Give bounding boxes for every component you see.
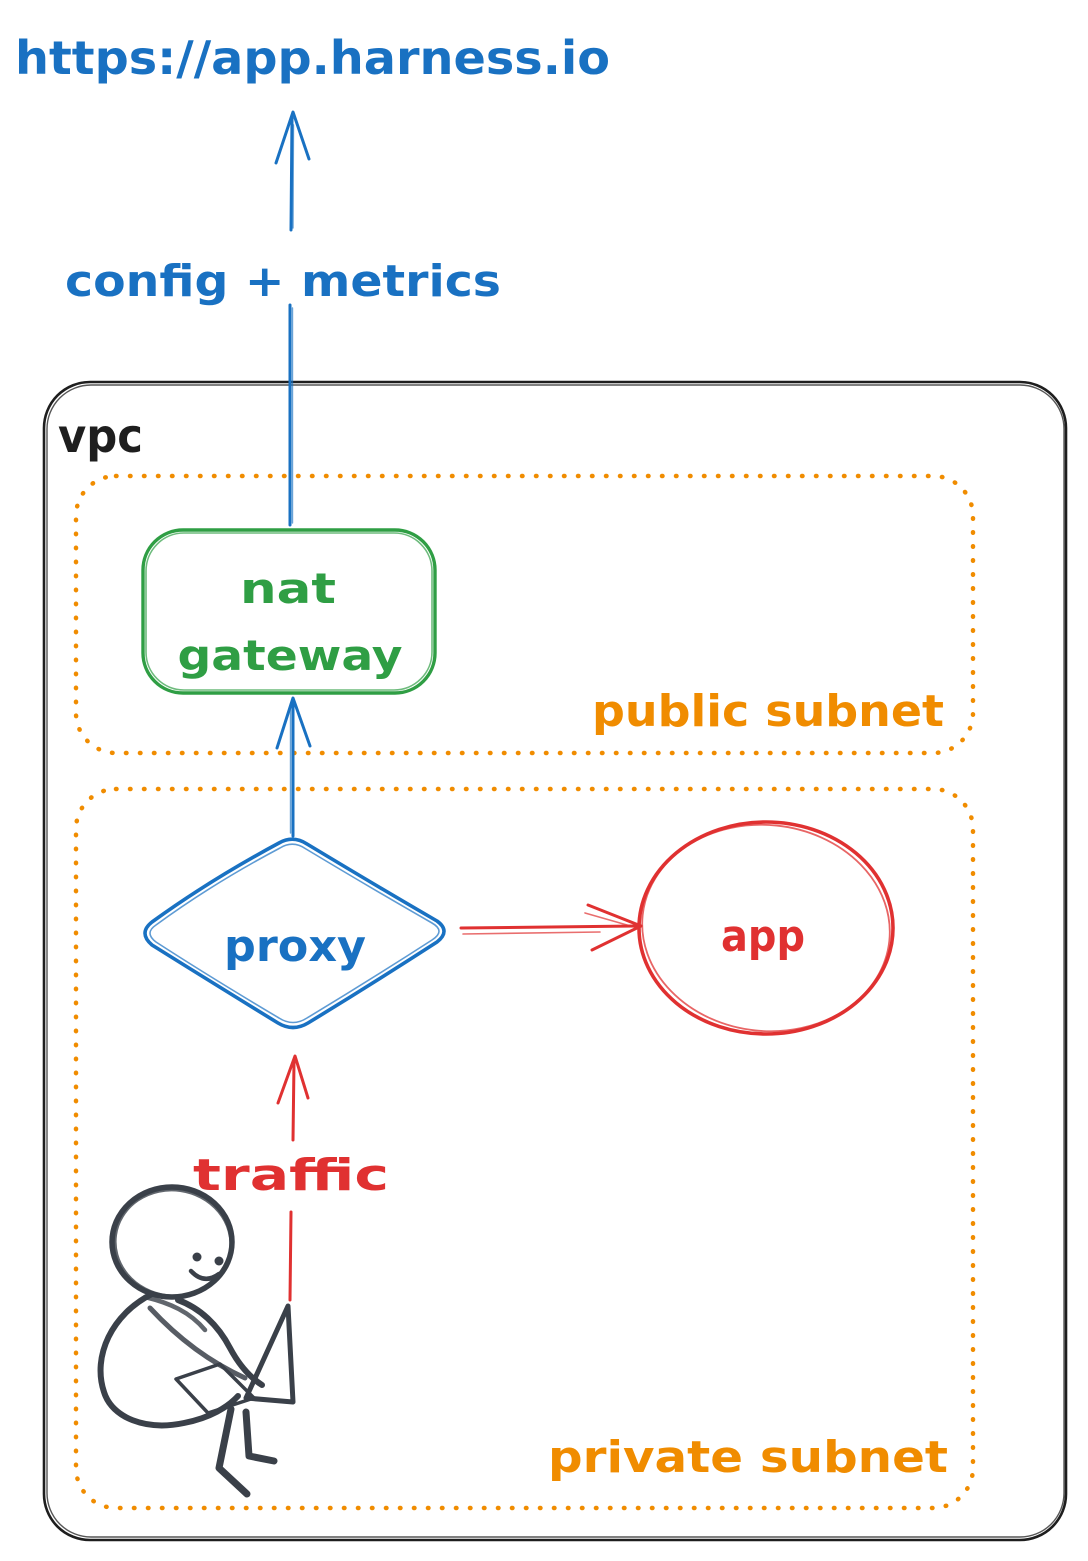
nat-gateway-label-line2: gateway	[178, 631, 403, 680]
user-to-proxy-arrow	[276, 1054, 310, 1302]
app-label: app	[721, 911, 805, 962]
nat-to-url-arrow	[274, 110, 311, 527]
person-legs	[215, 1405, 278, 1498]
user-figure	[97, 1184, 296, 1498]
proxy-to-nat-arrow	[275, 696, 312, 838]
private-subnet-label: private subnet	[548, 1432, 948, 1483]
laptop-icon	[174, 1303, 296, 1415]
vpc-container	[42, 380, 1068, 1542]
proxy-to-app-arrow	[459, 903, 643, 952]
proxy-label: proxy	[224, 921, 366, 972]
private-subnet-container	[73, 786, 976, 1511]
proxy-diamond	[143, 837, 446, 1030]
config-metrics-label: config + metrics	[65, 256, 501, 307]
external-url-label: https://app.harness.io	[15, 31, 610, 85]
vpc-label: vpc	[58, 409, 143, 463]
traffic-label: traffic	[193, 1150, 389, 1201]
public-subnet-container	[73, 473, 976, 756]
person-body	[97, 1291, 265, 1429]
nat-gateway-label-line1: nat	[240, 564, 336, 613]
public-subnet-label: public subnet	[592, 686, 944, 737]
person-head	[109, 1184, 235, 1300]
nat-gateway-box	[141, 528, 437, 695]
